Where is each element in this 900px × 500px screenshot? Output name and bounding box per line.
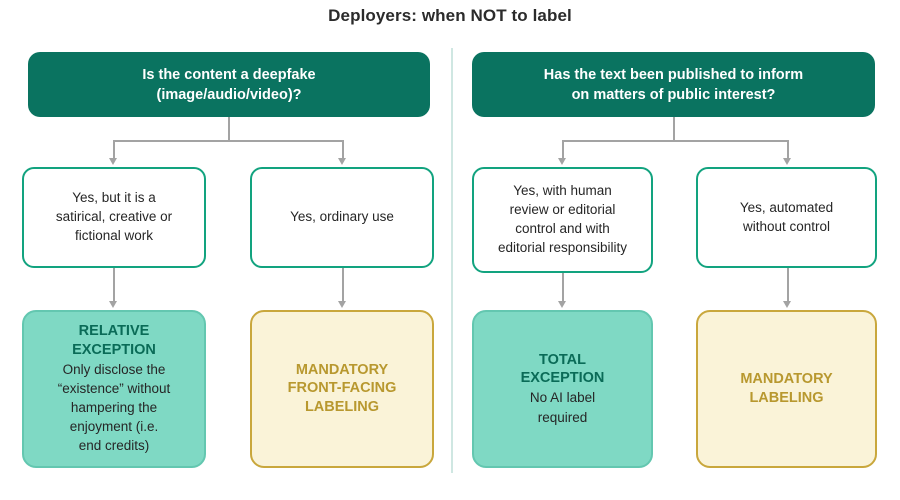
connector-stem <box>673 117 675 141</box>
answer-line: review or editorial <box>509 202 616 218</box>
answer-line: control and with <box>515 221 610 236</box>
outcome-title-line: RELATIVE <box>78 323 150 340</box>
outcome-title-line: LABELING <box>749 389 824 406</box>
arrow-head <box>783 158 791 165</box>
outcome-box-mandatory-front-facing: MANDATORY FRONT-FACING LABELING <box>250 310 434 468</box>
answer-box-ordinary-use: Yes, ordinary use <box>250 167 434 268</box>
connector-drop-right <box>787 140 789 159</box>
arrow-head <box>338 158 346 165</box>
outcome-title-line: MANDATORY <box>740 371 833 388</box>
outcome-title-line: LABELING <box>304 398 380 415</box>
question-line: (image/audio/video)? <box>156 86 302 103</box>
outcome-title: MANDATORY FRONT-FACING LABELING <box>288 361 397 415</box>
page-title: Deployers: when NOT to label <box>328 6 572 25</box>
connector-drop-left <box>113 140 115 159</box>
question-box-deepfake: Is the content a deepfake (image/audio/v… <box>28 52 430 117</box>
outcome-body: Only disclose the “existence” without ha… <box>58 360 171 456</box>
connector-to-outcome <box>113 268 115 302</box>
outcome-title: RELATIVE EXCEPTION <box>72 322 156 358</box>
answer-line: editorial responsibility <box>497 239 628 255</box>
outcome-box-total-exception: TOTAL EXCEPTION No AI label required <box>472 310 653 468</box>
outcome-body-line: enjoyment (i.e. <box>69 419 159 435</box>
outcome-title-line: EXCEPTION <box>72 341 156 358</box>
outcome-body-line: required <box>537 409 588 425</box>
answer-line: fictional work <box>74 227 154 243</box>
arrow-head <box>109 301 117 308</box>
connector-drop-left <box>562 140 564 159</box>
outcome-title-line: TOTAL <box>539 352 586 369</box>
question-line: on matters of public interest? <box>571 86 776 103</box>
connector-to-outcome <box>787 268 789 302</box>
outcome-body-line: No AI label <box>529 390 596 406</box>
answer-line: satirical, creative or <box>55 209 173 225</box>
answer-line: Yes, with human <box>513 183 612 199</box>
section-divider <box>451 48 453 473</box>
answer-box-automated: Yes, automated without control <box>696 167 877 268</box>
answer-box-satirical: Yes, but it is a satirical, creative or … <box>22 167 206 268</box>
arrow-head <box>109 158 117 165</box>
connector-bar <box>113 140 343 142</box>
outcome-title-line: MANDATORY <box>295 362 389 379</box>
connector-to-outcome <box>562 273 564 302</box>
outcome-title-line: EXCEPTION <box>520 370 605 387</box>
arrow-head <box>783 301 791 308</box>
answer-line: Yes, automated <box>739 199 834 215</box>
answer-line: Yes, but it is a <box>72 190 156 206</box>
outcome-title: TOTAL EXCEPTION <box>521 351 605 387</box>
arrow-head <box>558 158 566 165</box>
outcome-box-relative-exception: RELATIVE EXCEPTION Only disclose the “ex… <box>22 310 206 468</box>
connector-to-outcome <box>342 268 344 302</box>
question-box-public-interest: Has the text been published to inform on… <box>472 52 875 117</box>
arrow-head <box>338 301 346 308</box>
answer-box-human-review: Yes, with human review or editorial cont… <box>472 167 653 273</box>
outcome-title-line: FRONT-FACING <box>287 380 397 397</box>
connector-stem <box>228 117 230 141</box>
outcome-body: No AI label required <box>530 388 595 426</box>
question-line: Is the content a deepfake <box>142 66 316 83</box>
outcome-title: MANDATORY LABELING <box>740 370 832 406</box>
outcome-body-line: Only disclose the <box>62 361 166 377</box>
connector-drop-right <box>342 140 344 159</box>
outcome-body-line: end credits) <box>78 438 150 454</box>
answer-line: Yes, ordinary use <box>290 209 394 225</box>
outcome-body-line: hampering the <box>70 400 158 416</box>
outcome-body-line: “existence” without <box>57 380 171 396</box>
connector-bar <box>562 140 788 142</box>
answer-line: without control <box>742 218 831 234</box>
question-line: Has the text been published to inform <box>543 66 804 83</box>
outcome-box-mandatory-labeling: MANDATORY LABELING <box>696 310 877 468</box>
arrow-head <box>558 301 566 308</box>
